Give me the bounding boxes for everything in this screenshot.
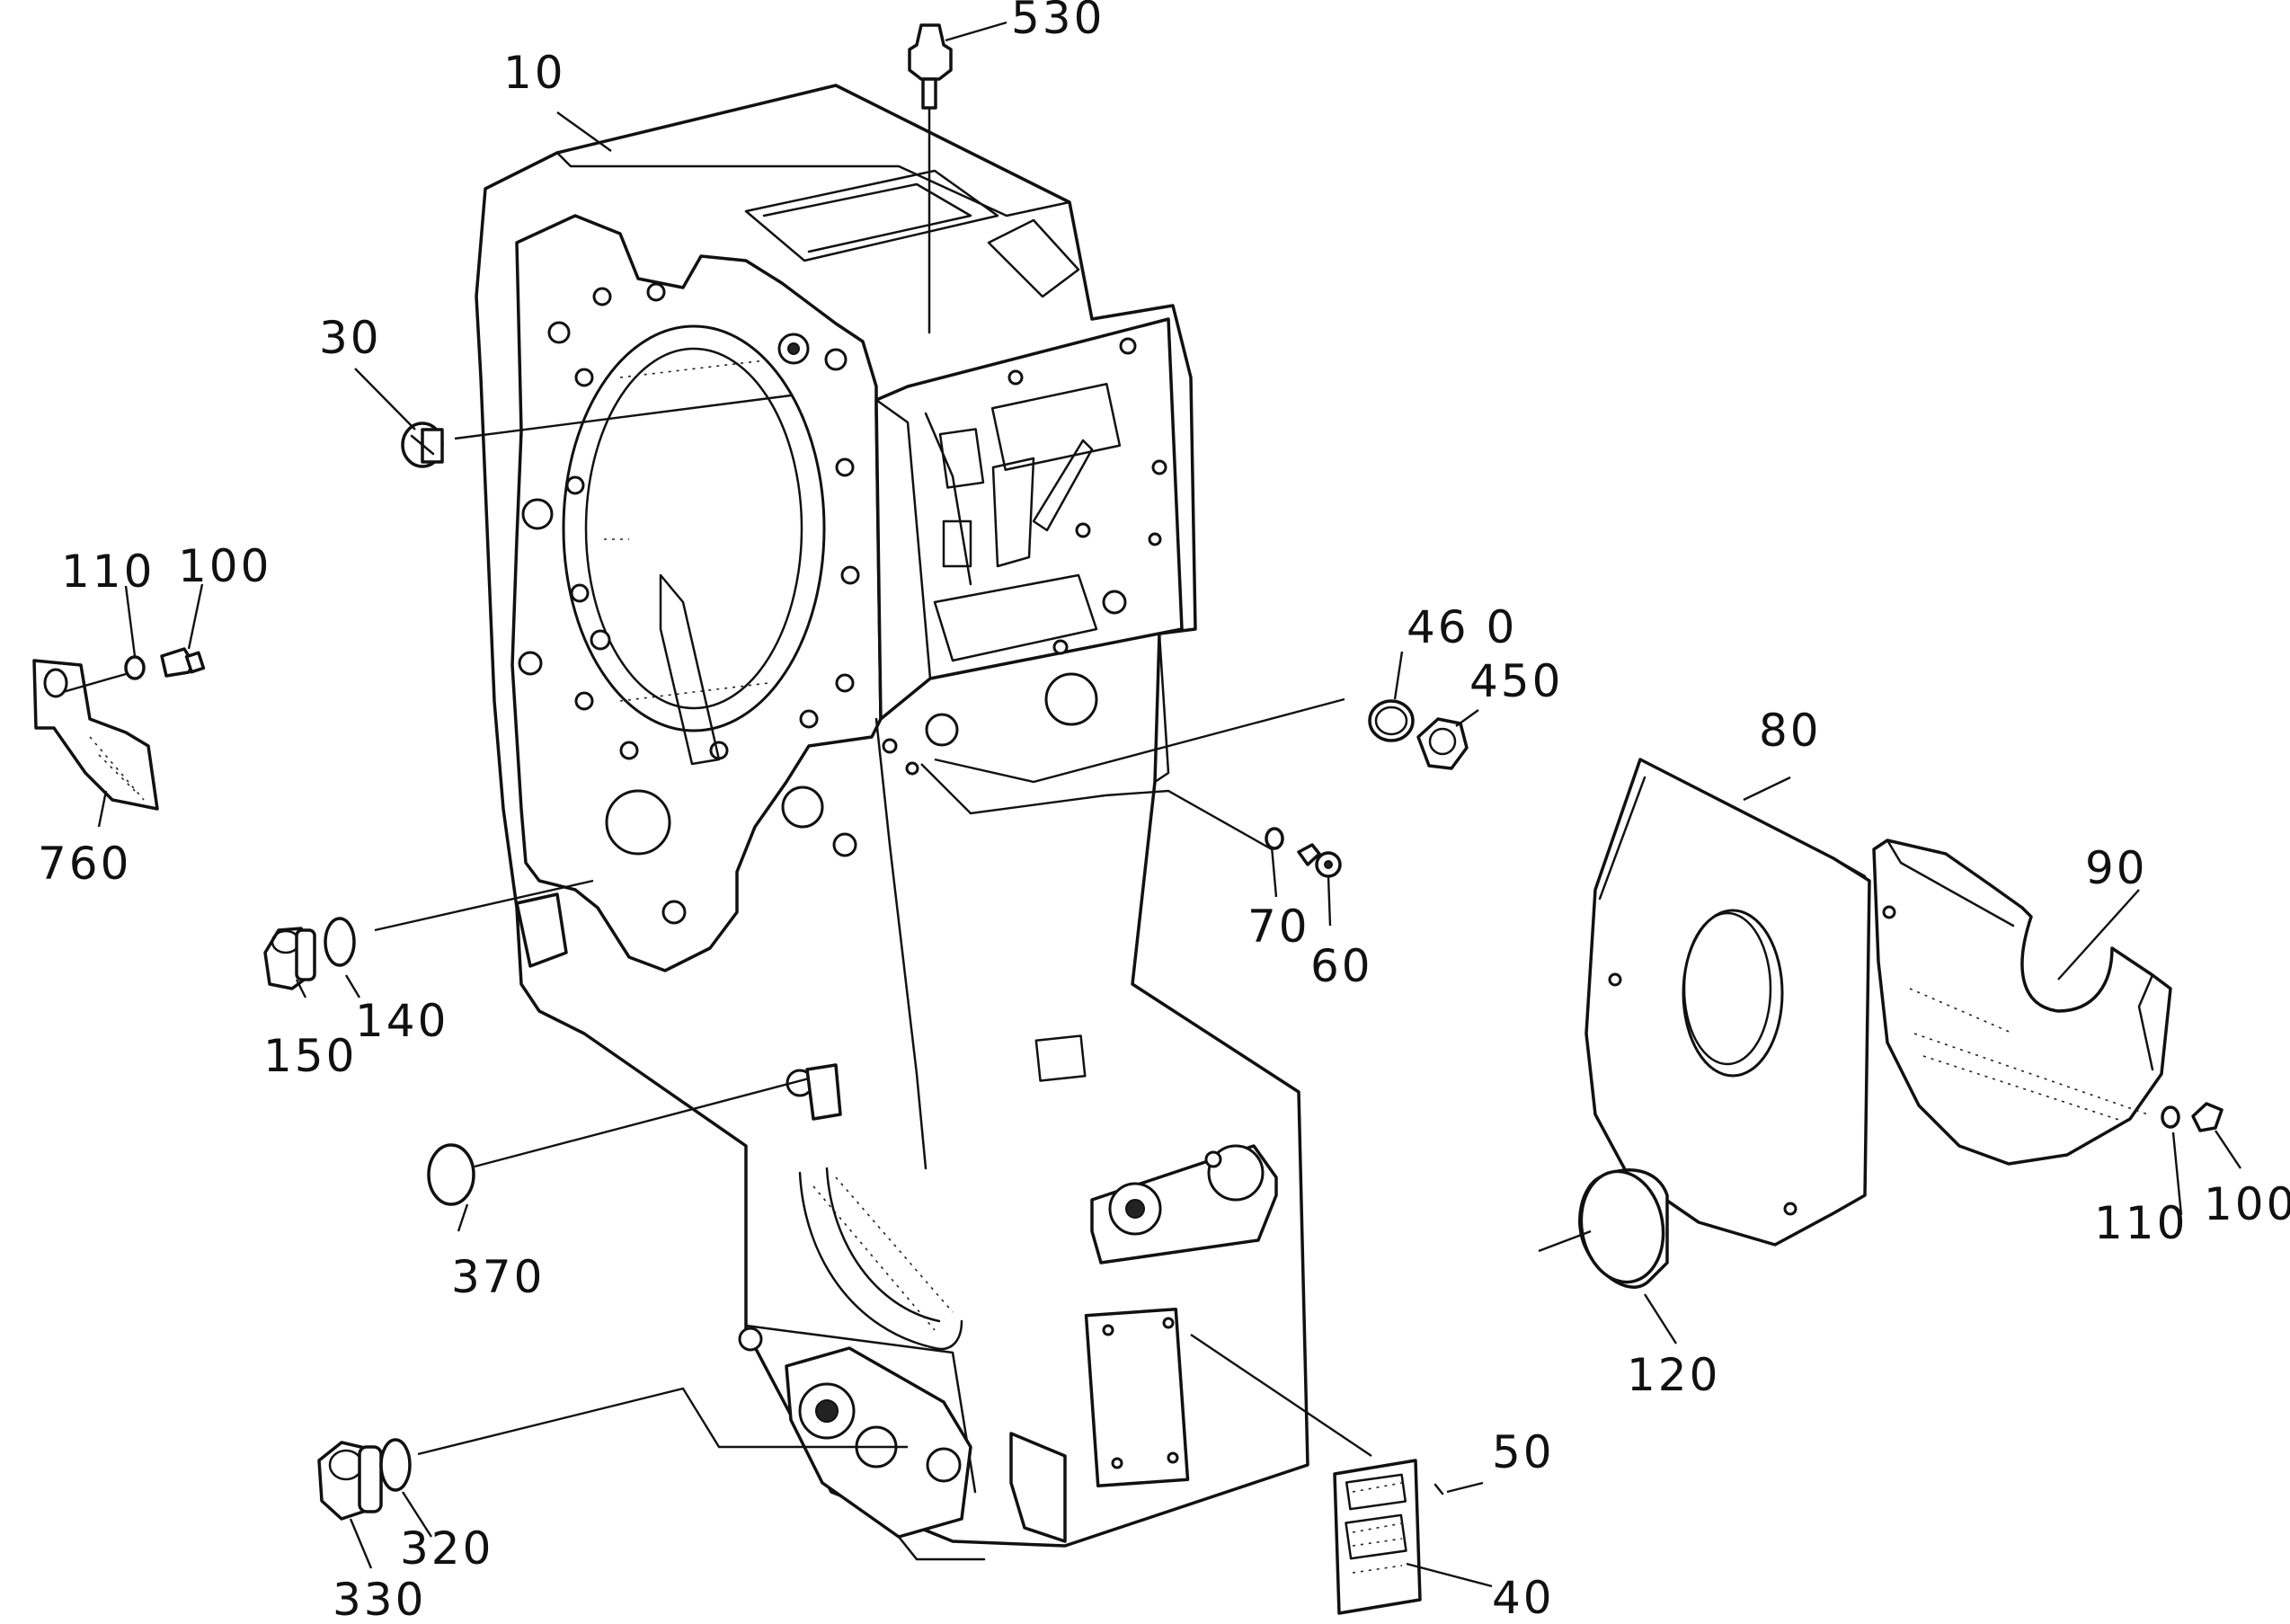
transmission-housing	[475, 84, 1309, 1561]
plug-450	[1416, 717, 1469, 770]
oring-140	[324, 917, 356, 967]
callout-460: 46 0	[1407, 601, 1517, 653]
callout-100-left: 100	[178, 540, 271, 592]
callout-530: 530	[1011, 0, 1105, 44]
callout-120: 120	[1627, 1349, 1720, 1401]
callout-70: 70	[1247, 901, 1310, 953]
cap-120	[1578, 1168, 1669, 1289]
plug-30	[401, 422, 444, 468]
oring-320	[379, 1438, 412, 1492]
cover-plate-80	[1584, 758, 1871, 1247]
callout-40: 40	[1492, 1572, 1555, 1624]
breather-530	[908, 23, 953, 334]
nameplate-40	[1333, 1459, 1422, 1615]
callout-10: 10	[503, 47, 566, 99]
callout-110-left: 110	[61, 546, 155, 598]
callout-140: 140	[355, 995, 448, 1047]
washer-110-left	[124, 655, 146, 680]
bracket-760	[32, 659, 159, 811]
flange-bolt-holes	[518, 282, 860, 1097]
callout-760: 760	[38, 838, 131, 890]
washer-70	[1265, 827, 1284, 850]
washer-110-right	[2161, 1105, 2180, 1129]
callout-450: 450	[1469, 655, 1563, 707]
bolt-60	[1297, 843, 1342, 878]
leader-lines	[62, 21, 2241, 1588]
screw-100-left	[160, 647, 206, 678]
callout-30: 30	[319, 312, 382, 364]
callout-110-right: 110	[2094, 1197, 2188, 1249]
disc-370	[427, 1143, 475, 1206]
callout-330: 330	[333, 1574, 426, 1624]
callout-370: 370	[451, 1251, 545, 1303]
shield-90	[1872, 839, 2172, 1166]
oring-460	[1368, 699, 1415, 742]
callout-60: 60	[1310, 940, 1373, 992]
callout-320: 320	[400, 1522, 493, 1575]
callout-150: 150	[263, 1030, 357, 1082]
plug-150	[263, 927, 316, 990]
screw-100-right	[2191, 1102, 2223, 1132]
callout-90: 90	[2085, 842, 2148, 894]
plug-330	[317, 1441, 383, 1521]
rivet-50	[1433, 1483, 1444, 1495]
callout-80: 80	[1759, 705, 1822, 757]
callout-50: 50	[1492, 1426, 1555, 1478]
callout-labels: 530 10 30 110 100 760 46 0 450 80 90 70 …	[38, 0, 2290, 1624]
callout-100-right: 100	[2204, 1178, 2290, 1230]
